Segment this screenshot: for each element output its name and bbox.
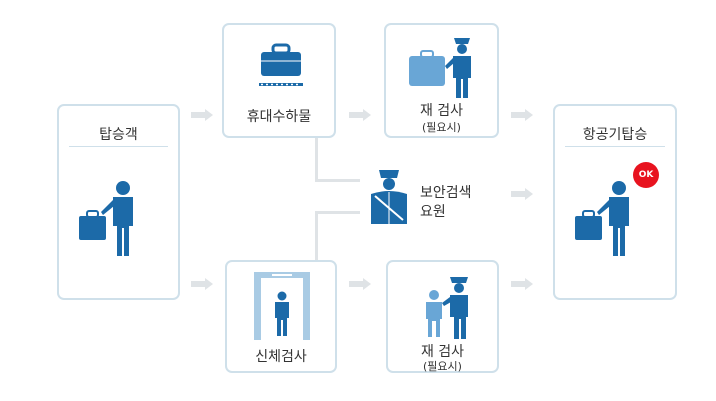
- connector-horizontal-top: [315, 179, 360, 182]
- arrow-right-icon: [349, 109, 371, 121]
- recheck-bottom-box: 재 검사 (필요시): [386, 260, 499, 373]
- recheck-top-note: (필요시): [422, 121, 461, 134]
- arrow-right-icon: [511, 278, 533, 290]
- recheck-top-label: 재 검사: [419, 103, 464, 119]
- arrow-right-icon: [191, 278, 213, 290]
- divider: [565, 146, 665, 147]
- passenger-box: 탑승객: [57, 104, 180, 300]
- connector-vertical-bottom: [315, 211, 318, 260]
- security-staff-line2: 요원: [420, 204, 446, 220]
- ok-badge-icon: OK: [633, 162, 659, 188]
- connector-vertical-top: [315, 135, 318, 181]
- security-staff-label: 보안검색 요원: [420, 184, 472, 222]
- arrow-right-icon: [511, 188, 533, 200]
- boarding-box: 항공기탑승 OK: [553, 104, 677, 300]
- recheck-bottom-note: (필요시): [423, 360, 462, 373]
- security-staff-line1: 보안검색: [420, 185, 472, 201]
- carry-on-label: 휴대수하물: [246, 109, 312, 125]
- connector-horizontal-bottom: [315, 211, 360, 214]
- divider: [69, 146, 168, 147]
- security-guard-icon: [371, 170, 407, 224]
- person-with-suitcase-icon: [575, 181, 629, 256]
- carry-on-box: 휴대수하물: [222, 23, 336, 138]
- arrow-right-icon: [191, 109, 213, 121]
- recheck-bottom-label: 재 검사: [420, 344, 465, 360]
- boarding-label: 항공기탑승: [582, 127, 648, 143]
- carry-on-bag-icon: [259, 43, 303, 86]
- metal-detector-icon: [254, 272, 310, 340]
- recheck-top-box: 재 검사 (필요시): [384, 23, 499, 138]
- person-with-suitcase-icon: [79, 181, 133, 256]
- arrow-right-icon: [511, 109, 533, 121]
- arrow-right-icon: [349, 278, 371, 290]
- guard-with-person-icon: [426, 277, 468, 339]
- guard-with-bag-icon: [409, 38, 471, 98]
- passenger-label: 탑승객: [99, 127, 138, 143]
- body-check-label: 신체검사: [255, 349, 307, 365]
- body-check-box: 신체검사: [225, 260, 337, 373]
